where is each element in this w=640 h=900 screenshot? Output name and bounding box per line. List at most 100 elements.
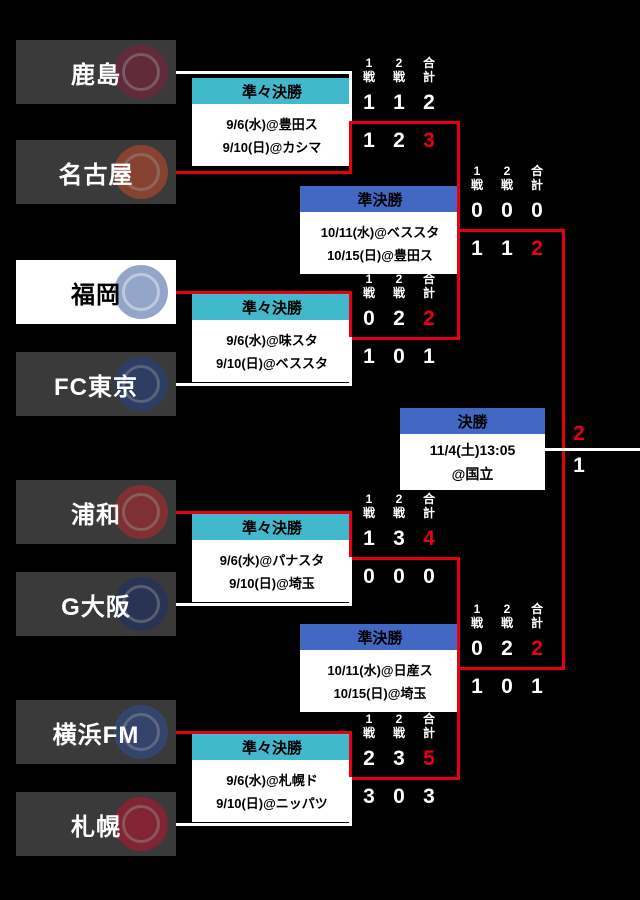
semifinal-2-scores: 1戦 2戦 合計 0 2 2 1 0 1 [462,602,558,702]
quarterfinal-4-title: 準々決勝 [192,734,352,760]
score-leg1: 1 [363,91,375,114]
quarterfinal-4-box: 準々決勝 9/6(水)@札幌ド 9/10(日)@ニッパツ [192,734,352,822]
score-leg2: 0 [393,345,405,368]
sapporo-crest-icon [114,797,168,851]
gamba-osaka-crest-icon [114,577,168,631]
team-name-urawa: 浦和 [71,501,121,529]
yokohamafm-crest-icon [114,705,168,759]
top-team-scores: 0 2 2 [462,634,558,664]
leg2-header: 2戦 [392,272,405,300]
score-total: 2 [423,307,435,330]
score-leg2: 0 [393,785,405,808]
leg1-date: 9/6(水)@パナスタ [219,553,325,568]
leg2-header: 2戦 [500,164,513,192]
total-header: 合計 [530,602,543,630]
score-headers: 1戦 2戦 合計 [354,56,450,88]
vline-qf3-top [349,511,352,560]
vline-qf2-top [349,291,352,340]
score-total: 1 [531,675,543,698]
bottom-team-scores: 3 0 3 [354,782,450,812]
vline-sf1-top [457,121,460,232]
score-total: 0 [423,565,435,588]
score-headers: 1戦 2戦 合計 [354,492,450,524]
nagoya-crest-icon [114,145,168,199]
urawa-crest-icon [114,485,168,539]
team-box-nagoya: 名古屋 [16,140,176,204]
leg1-header: 1戦 [362,712,375,740]
quarterfinal-4-scores: 1戦 2戦 合計 2 3 5 3 0 3 [354,712,450,812]
bottom-team-scores: 0 0 0 [354,562,450,592]
line-fukuoka [176,291,352,294]
vline-qf2-bottom [349,337,352,386]
score-total: 3 [423,129,435,152]
line-urawa [176,511,352,514]
team-box-fctokyo: FC東京 [16,352,176,416]
quarterfinal-2-schedule: 9/6(水)@味スタ 9/10(日)@ベススタ [192,320,352,382]
score-total: 2 [573,422,585,445]
top-team-scores: 0 0 0 [462,196,558,226]
quarterfinal-3-schedule: 9/6(水)@パナスタ 9/10(日)@埼玉 [192,540,352,602]
score-leg1: 1 [471,675,483,698]
team-name-nagoya: 名古屋 [58,161,134,189]
leg1-header: 1戦 [470,602,483,630]
leg1-header: 1戦 [362,492,375,520]
fukuoka-crest-icon [114,265,168,319]
bottom-team-scores: 1 2 3 [354,126,450,156]
leg1-header: 1戦 [362,56,375,84]
score-leg2: 2 [393,307,405,330]
semifinal-2-schedule: 10/11(水)@日産ス 10/15(日)@埼玉 [300,650,460,712]
line-sapporo [176,823,352,826]
score-total: 0 [531,199,543,222]
line-qf3-winner [352,557,460,560]
score-total: 5 [423,747,435,770]
total-header: 合計 [422,272,435,300]
score-total: 2 [423,91,435,114]
final-top-score-row: 2 [564,421,594,447]
score-leg2: 1 [393,91,405,114]
leg1-header: 1戦 [470,164,483,192]
fctokyo-crest-icon [114,357,168,411]
score-leg2: 0 [393,565,405,588]
leg2-date: 9/10(日)@埼玉 [229,576,315,591]
score-leg1: 0 [471,199,483,222]
vline-qf1-bottom [349,121,352,174]
bottom-team-scores: 1 0 1 [354,342,450,372]
final-schedule: 11/4(土)13:05 @国立 [400,434,545,490]
quarterfinal-2-box: 準々決勝 9/6(水)@味スタ 9/10(日)@ベススタ [192,294,352,382]
score-total: 2 [531,637,543,660]
vline-qf4-bottom [349,777,352,826]
quarterfinal-1-title: 準々決勝 [192,78,352,104]
score-leg1: 0 [363,565,375,588]
score-leg2: 2 [393,129,405,152]
score-leg1: 1 [363,527,375,550]
leg2-date: 10/15(日)@埼玉 [333,686,427,701]
vline-final-bottom [562,451,565,670]
total-header: 合計 [422,56,435,84]
line-yokohamafm [176,731,352,734]
quarterfinal-1-schedule: 9/6(水)@豊田ス 9/10(日)@カシマ [192,104,352,166]
score-leg2: 2 [501,637,513,660]
total-header: 合計 [422,492,435,520]
vline-qf4-top [349,731,352,780]
score-leg1: 0 [471,637,483,660]
semifinal-1-box: 準決勝 10/11(水)@ベススタ 10/15(日)@豊田ス [300,186,460,274]
bottom-team-scores: 1 1 2 [462,234,558,264]
vline-final-top [562,229,565,448]
final-box: 決勝 11/4(土)13:05 @国立 [400,408,545,490]
line-fctokyo [176,383,352,386]
top-team-scores: 1 3 4 [354,524,450,554]
total-header: 合計 [422,712,435,740]
leg1-date: 9/6(水)@札幌ド [226,773,318,788]
line-qf2-winner [352,337,460,340]
team-box-sapporo: 札幌 [16,792,176,856]
score-headers: 1戦 2戦 合計 [462,164,558,196]
line-gosaka [176,603,352,606]
kashima-crest-icon [114,45,168,99]
leg2-header: 2戦 [392,492,405,520]
leg1-header: 1戦 [362,272,375,300]
team-box-kashima: 鹿島 [16,40,176,104]
bottom-team-scores: 1 0 1 [462,672,558,702]
score-leg2: 3 [393,747,405,770]
final-datetime: 11/4(土)13:05 [429,442,516,458]
